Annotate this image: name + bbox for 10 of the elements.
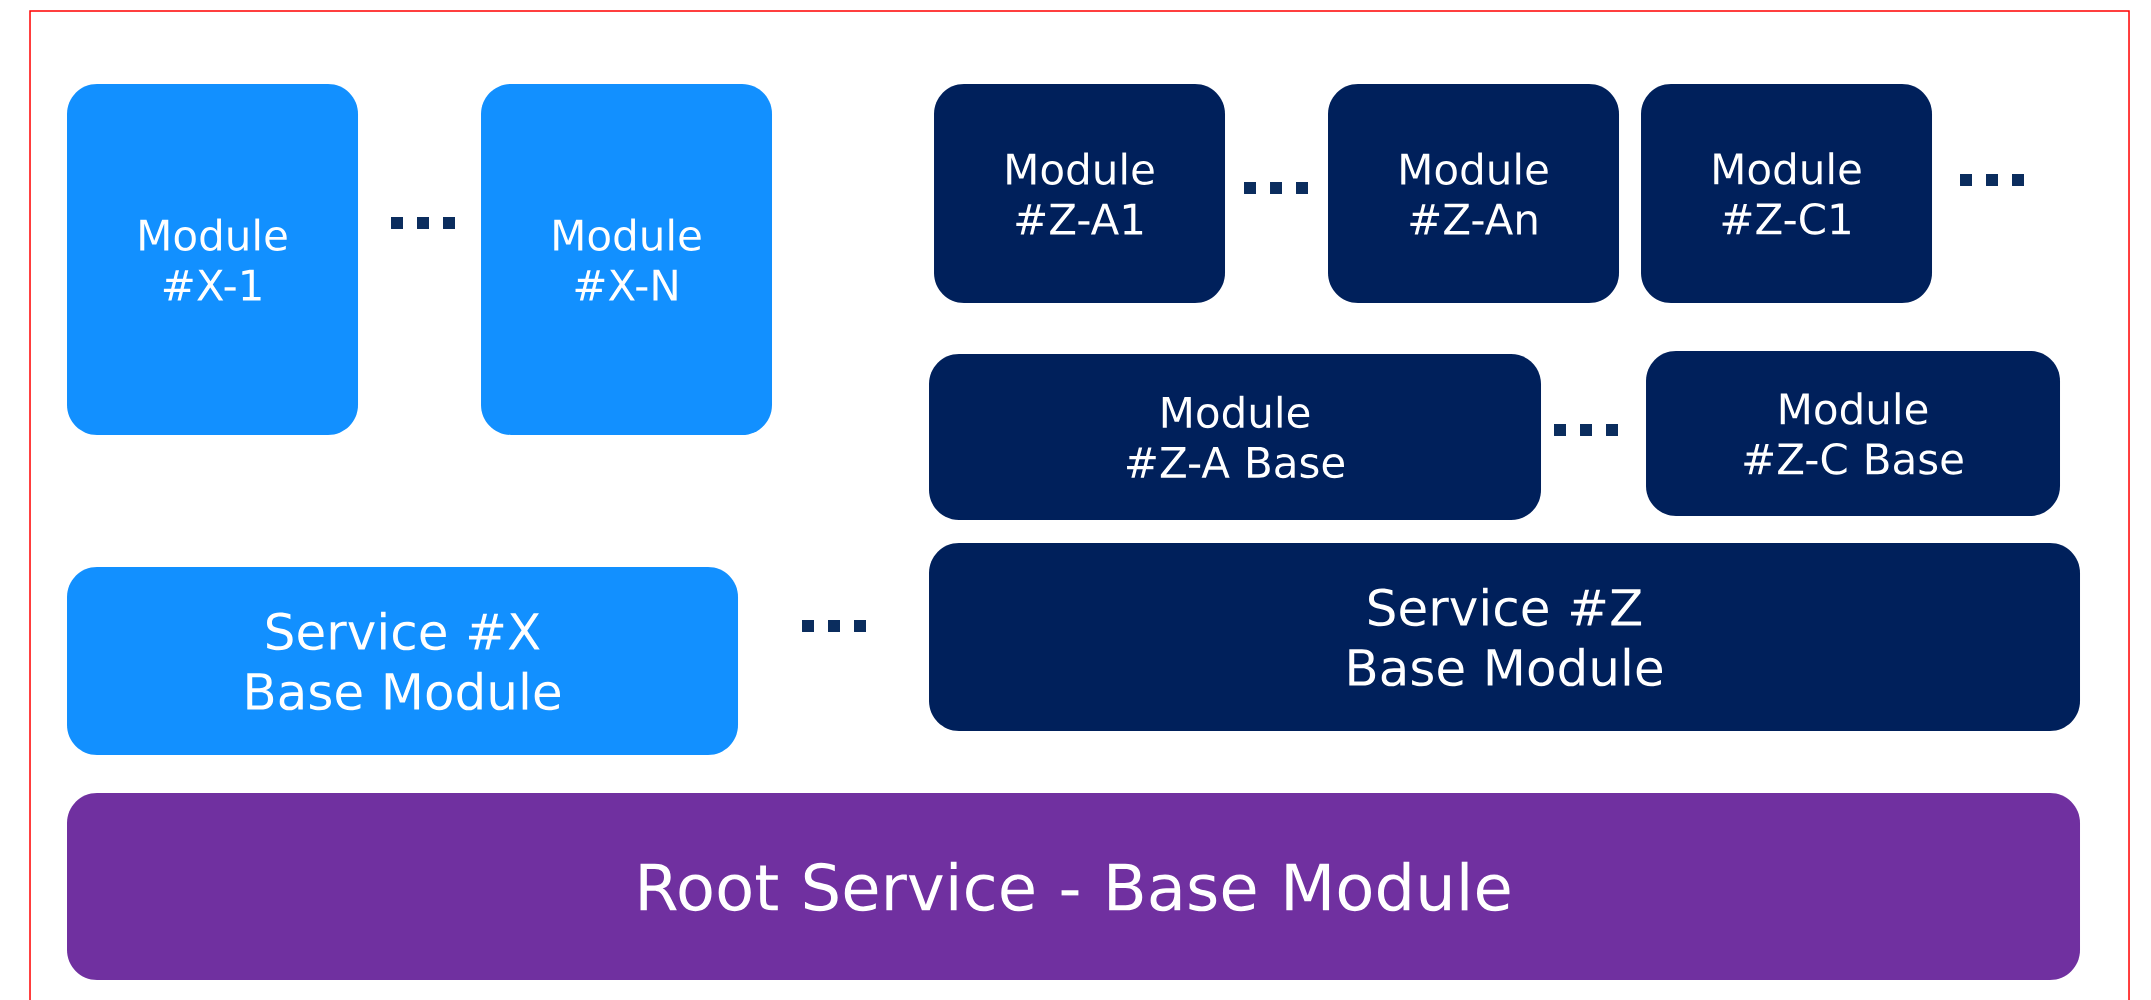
- module-box: Module #X-1: [67, 84, 358, 435]
- module-box: Module #Z-A1: [934, 84, 1225, 303]
- module-box: Module #X-N: [481, 84, 772, 435]
- module-box: Module #Z-An: [1328, 84, 1619, 303]
- module-box: Module #Z-A Base: [929, 354, 1541, 520]
- root-service-box: Root Service - Base Module: [67, 793, 2080, 980]
- module-box: Module #Z-C Base: [1646, 351, 2060, 516]
- module-box: Module #Z-C1: [1641, 84, 1932, 303]
- service-box: Service #X Base Module: [67, 567, 738, 755]
- service-box: Service #Z Base Module: [929, 543, 2080, 731]
